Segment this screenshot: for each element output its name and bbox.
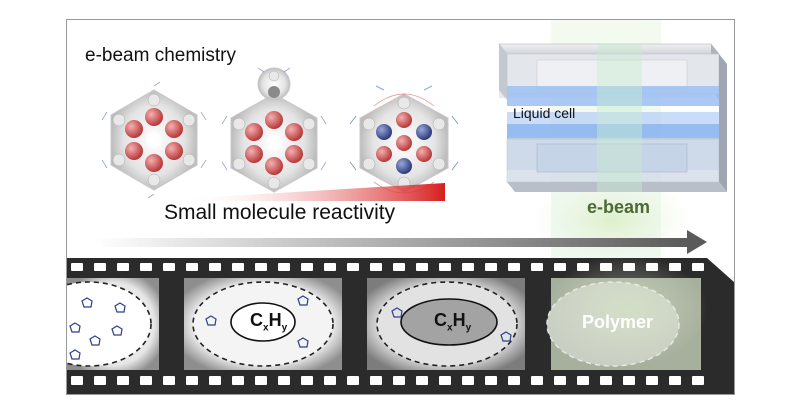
- film-sprockets-bottom: [71, 376, 704, 385]
- polymer-label: Polymer: [582, 312, 654, 332]
- frame-2-cluster: [230, 302, 296, 342]
- film-frame-1: [67, 278, 159, 370]
- frame-2-label: CxHy: [250, 310, 288, 334]
- liquid-cell: [498, 43, 727, 192]
- figure-frame: e-beam chemistry Small molecule reactivi…: [66, 19, 735, 395]
- reactivity-wedge: [179, 183, 445, 201]
- ebeam-label: e-beam: [587, 197, 651, 217]
- progress-arrow: [95, 230, 707, 254]
- diagram-title: e-beam chemistry: [85, 45, 236, 66]
- film-frame-4: [546, 255, 707, 370]
- frame-3-molecules: [391, 307, 512, 342]
- film-frame-2: [184, 278, 342, 370]
- frame-2-molecules: [205, 295, 309, 348]
- liquid-cell-label: Liquid cell: [513, 105, 576, 121]
- diagram-canvas: [67, 20, 734, 394]
- frame-1-molecules: [69, 297, 126, 360]
- frame-3-label: CxHy: [434, 310, 472, 334]
- molecule-1: [101, 81, 207, 199]
- frame-3-cluster: [400, 298, 498, 346]
- reactivity-label: Small molecule reactivity: [164, 201, 396, 224]
- film-frame-3: [367, 278, 525, 370]
- molecule-2: [221, 67, 327, 193]
- molecule-3: [349, 85, 459, 194]
